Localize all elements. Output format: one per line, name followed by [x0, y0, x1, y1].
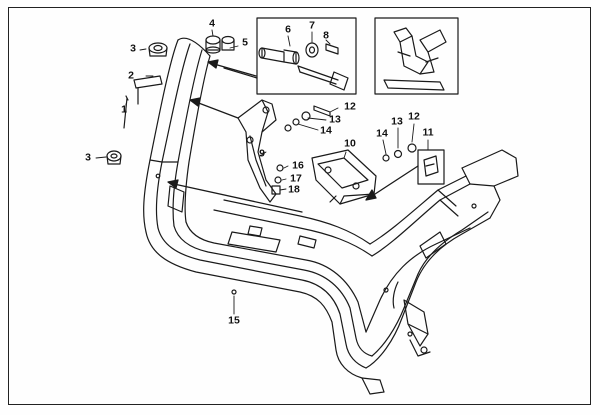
callout-13-right: 13	[391, 115, 403, 128]
inset-box-11	[417, 149, 445, 185]
callout-1: 1	[121, 103, 127, 116]
callout-3-lower: 3	[85, 151, 91, 164]
callout-12-right: 12	[408, 110, 420, 123]
diagram-border	[8, 7, 591, 405]
pin-1	[123, 95, 129, 129]
callout-2: 2	[128, 69, 134, 82]
callout-4: 4	[209, 17, 215, 30]
clip-2	[133, 75, 163, 105]
fastener-stack-lower	[271, 164, 284, 195]
frame-holes	[155, 173, 477, 354]
mount-bracket-9	[237, 99, 277, 203]
frame-left-upright	[143, 37, 211, 233]
grommet-3-upper	[148, 42, 168, 57]
pin-8	[325, 43, 339, 55]
callout-12-left: 12	[344, 100, 356, 113]
grommet-3-lower	[106, 150, 122, 165]
callout-16: 16	[292, 159, 304, 172]
pivot-bushing-6	[258, 47, 300, 65]
cap-4	[205, 35, 221, 54]
callout-8: 8	[323, 29, 329, 42]
callout-3-upper: 3	[130, 42, 136, 55]
callout-10: 10	[344, 137, 356, 150]
callout-17: 17	[290, 172, 302, 185]
callout-7: 7	[309, 19, 315, 32]
inset-box-bracket	[374, 17, 459, 95]
inset-box-pivot	[223, 17, 357, 95]
callout-11: 11	[422, 126, 434, 139]
callout-5: 5	[242, 36, 248, 49]
leader-lines	[95, 29, 429, 315]
callout-15: 15	[228, 314, 240, 327]
callout-18: 18	[288, 183, 300, 196]
fastener-stack-right	[382, 143, 417, 162]
callout-14-right: 14	[376, 127, 388, 140]
callout-6: 6	[285, 23, 291, 36]
washer-7	[305, 42, 319, 58]
assembly-arrows	[167, 59, 419, 213]
fastener-stack-left	[284, 105, 331, 132]
callout-9: 9	[259, 147, 265, 160]
frame-lower-cradle	[145, 199, 385, 395]
callout-13-left: 13	[329, 113, 341, 126]
sleeve-5	[221, 35, 235, 51]
bolt-assembly-inset	[297, 65, 349, 91]
callout-14-left: 14	[320, 124, 332, 137]
frame-right-rail	[365, 149, 519, 369]
